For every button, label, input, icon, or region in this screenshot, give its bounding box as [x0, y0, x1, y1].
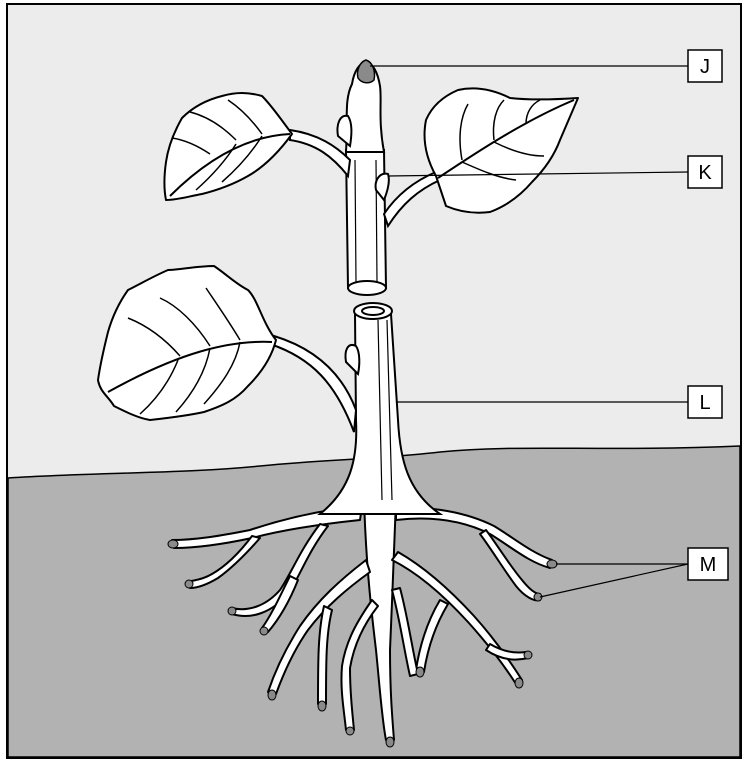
label-text: K — [698, 162, 712, 184]
root-tip — [260, 627, 268, 635]
root-tip — [228, 607, 236, 615]
root-tip — [168, 540, 178, 548]
stem-cut-upper — [348, 281, 386, 295]
root-tip — [515, 678, 523, 688]
root-tip — [318, 701, 326, 711]
root-tip — [346, 727, 354, 735]
root-tip — [547, 560, 557, 568]
root-tip — [386, 737, 394, 747]
root-tip — [268, 690, 276, 700]
label-text: J — [700, 56, 710, 78]
label-k: K — [688, 156, 722, 188]
stem-cut-lower-inner — [362, 307, 384, 315]
root-tip — [185, 580, 193, 588]
upper-stem-body — [346, 150, 386, 288]
label-text: M — [700, 554, 717, 576]
label-j: J — [688, 50, 722, 82]
root-tip — [524, 651, 532, 659]
root-tip — [416, 667, 424, 677]
label-text: L — [699, 392, 710, 414]
label-l: L — [688, 386, 722, 418]
label-m: M — [688, 548, 728, 580]
